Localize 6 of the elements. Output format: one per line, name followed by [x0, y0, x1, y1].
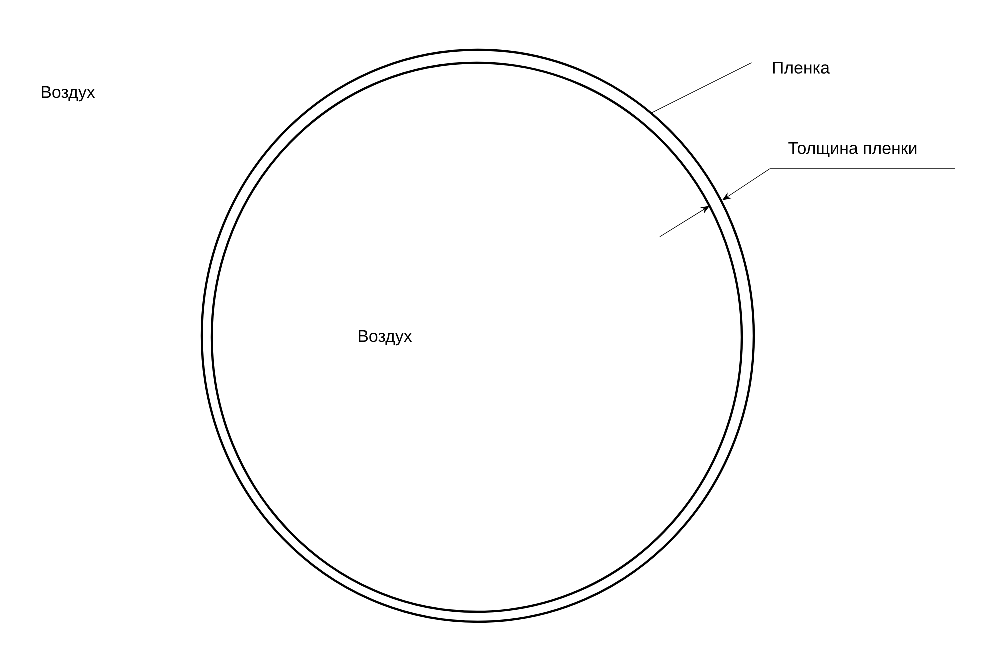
- callout-label: Толщина пленки: [770, 142, 956, 170]
- callout-label: Пленка: [773, 62, 830, 74]
- region-label: Воздух: [42, 86, 96, 102]
- region-label: Воздух: [359, 330, 412, 346]
- leader-line: [652, 62, 752, 114]
- film-ring: [200, 48, 756, 624]
